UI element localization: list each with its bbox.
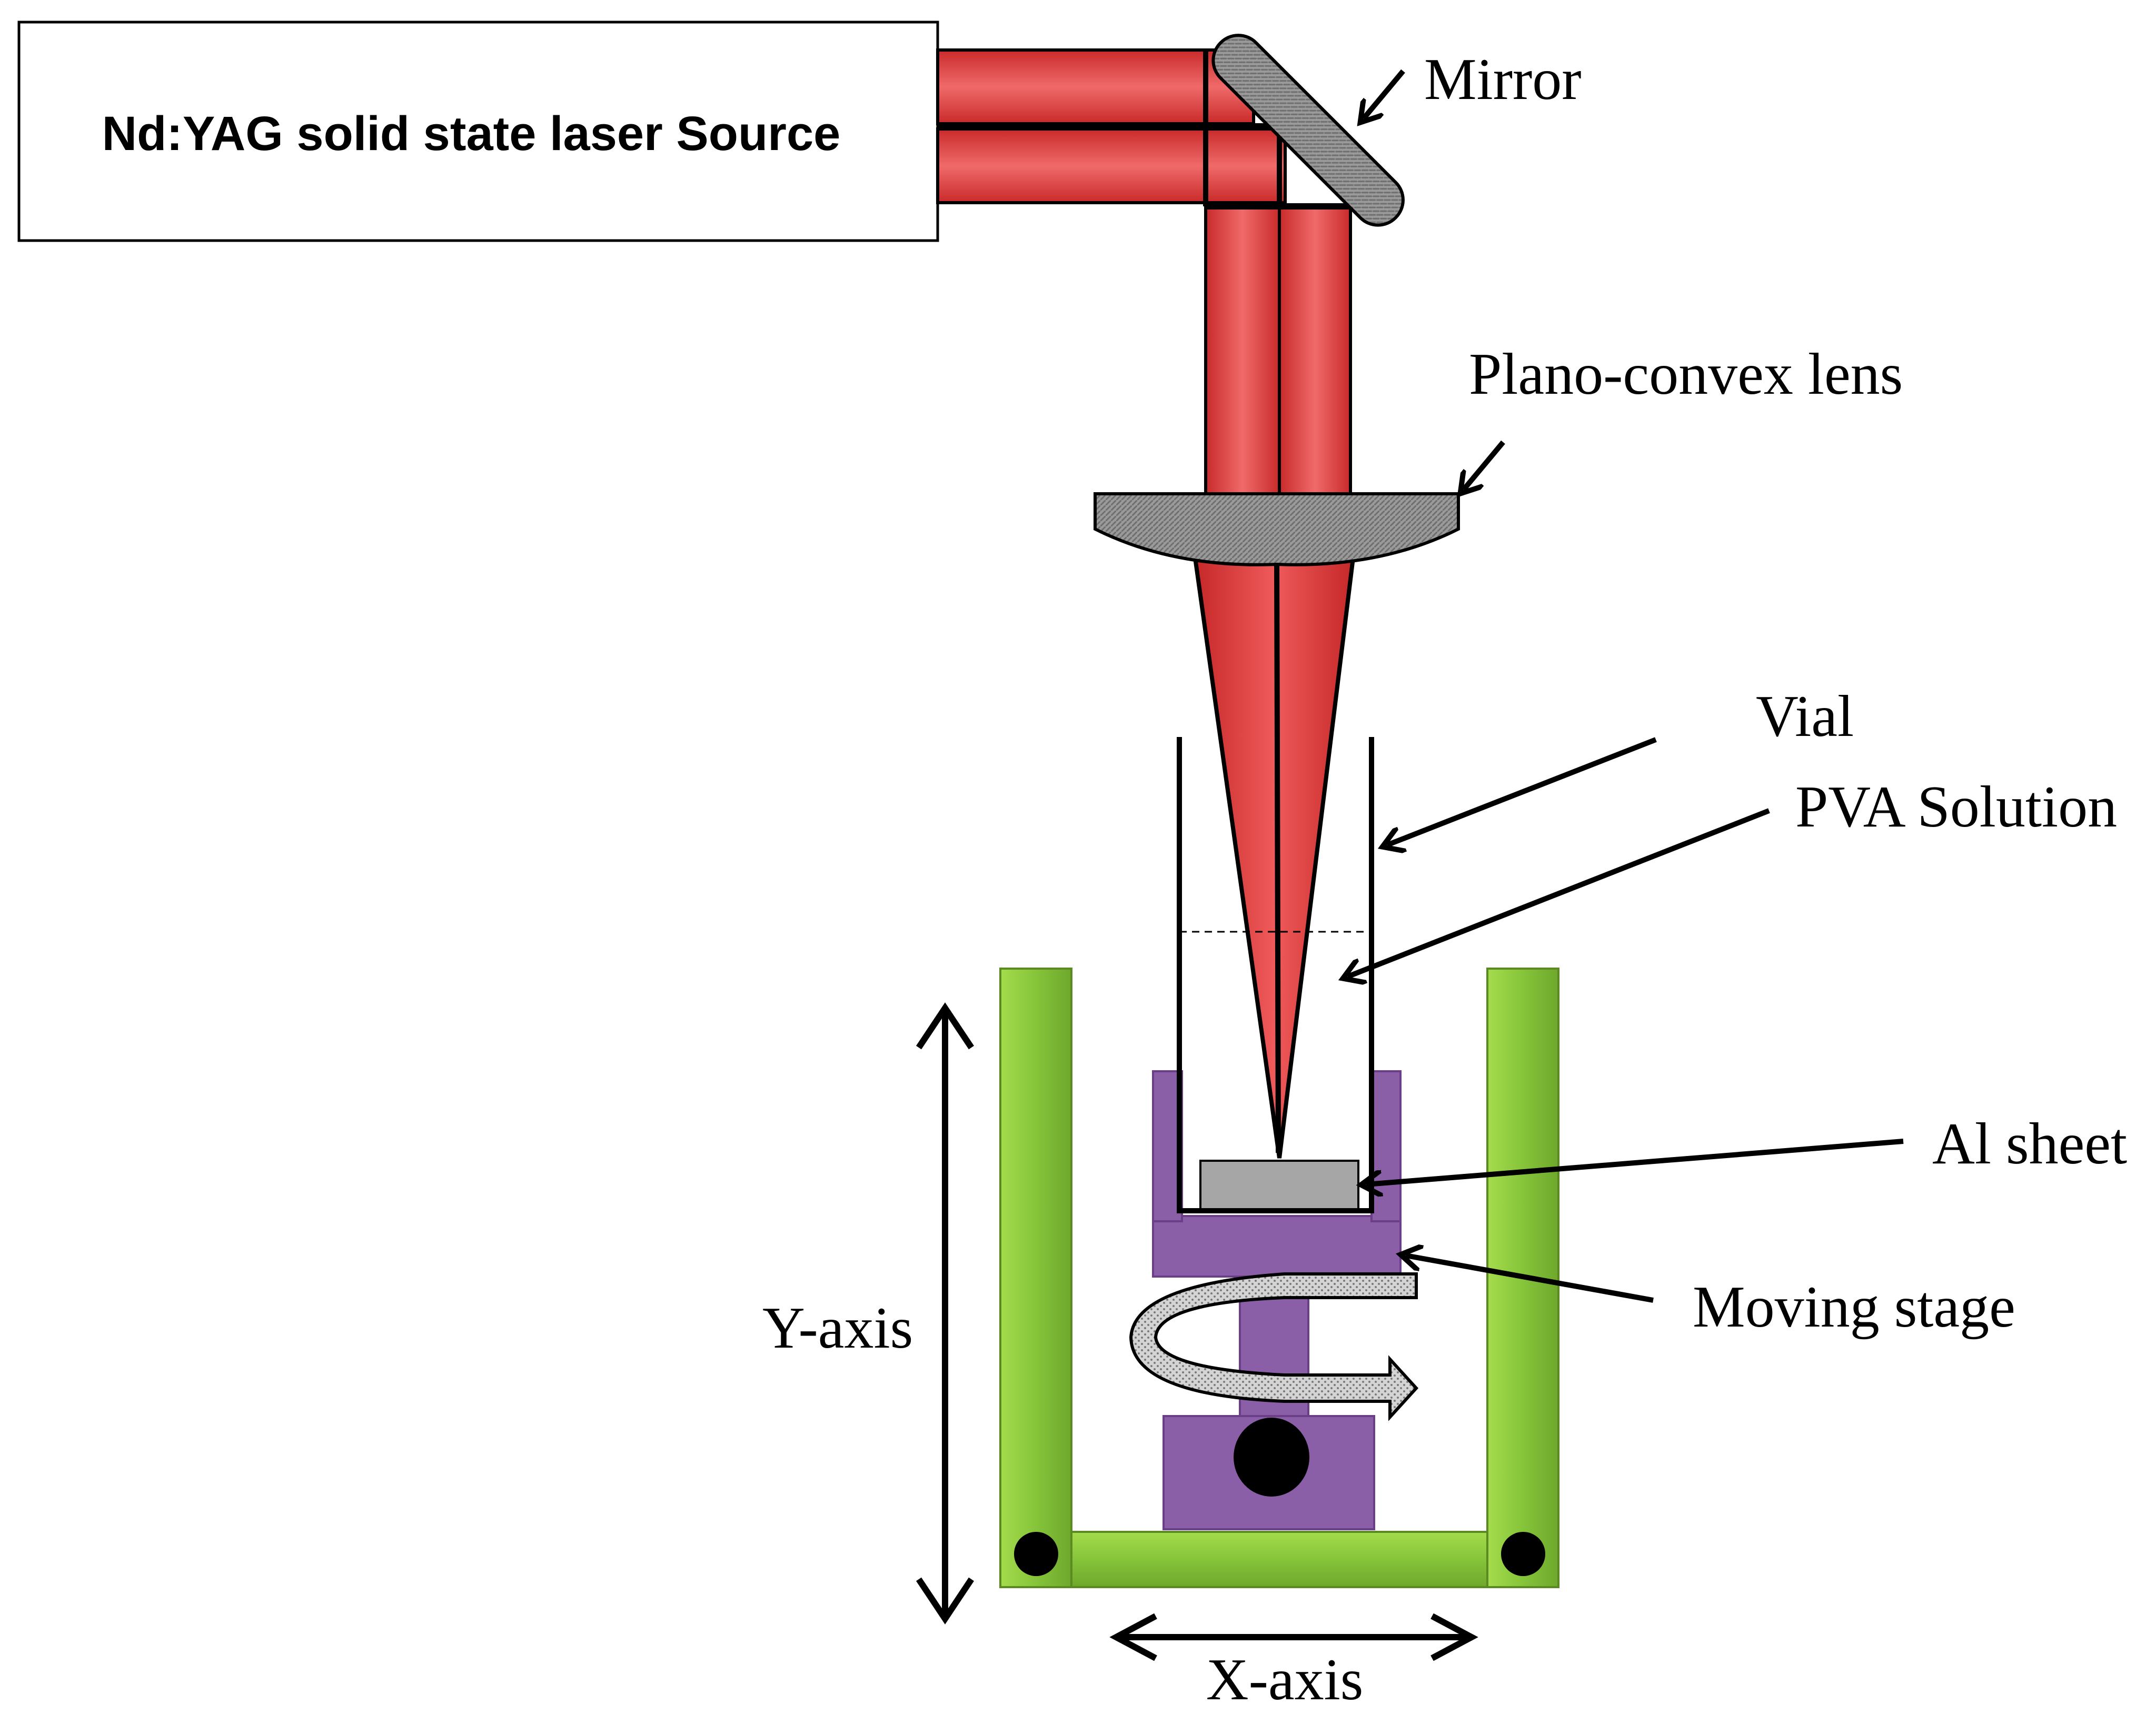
y-axis-label: Y-axis [762, 1296, 913, 1361]
vial-callout: Vial [1387, 684, 1854, 845]
mirror-callout: Mirror [1364, 47, 1582, 118]
laser-source-label: Nd:YAG solid state laser Source [102, 107, 841, 161]
laser-focused-cone [1193, 556, 1356, 1159]
plano-convex-lens [1094, 492, 1460, 566]
moving-stage-callout: Moving stage [1406, 1255, 2015, 1340]
laser-beam-vertical [1203, 50, 1352, 504]
moving-stage-assembly [1152, 1070, 1402, 1530]
laser-source-box: Nd:YAG solid state laser Source [17, 21, 939, 242]
stage-pivot [1234, 1418, 1309, 1497]
al-sheet-callout: Al sheet [1366, 1111, 2127, 1184]
x-axis-arrow: X-axis [1109, 1613, 1478, 1712]
al-sheet [1199, 1160, 1359, 1210]
solution-callout: PVA Solution [1348, 774, 2117, 976]
mirror [1211, 34, 1405, 227]
rotation-arrow-icon [1129, 1272, 1419, 1421]
lens-label: Plano-convex lens [1469, 342, 1903, 407]
vial-label: Vial [1756, 684, 1854, 749]
mirror-label: Mirror [1424, 47, 1582, 112]
x-axis-label: X-axis [1206, 1647, 1364, 1712]
y-axis-arrow: Y-axis [762, 1002, 974, 1625]
frame-pivot-left [1014, 1532, 1058, 1576]
al-sheet-label: Al sheet [1932, 1111, 2127, 1177]
pva-solution-label: PVA Solution [1795, 774, 2117, 840]
lens-callout: Plano-convex lens [1464, 342, 1903, 490]
moving-stage-label: Moving stage [1693, 1274, 2015, 1340]
xy-stage-frame [999, 968, 1559, 1588]
frame-pivot-right [1501, 1532, 1545, 1576]
laser-beam-horizontal [936, 48, 1287, 204]
vial [1177, 737, 1374, 1213]
